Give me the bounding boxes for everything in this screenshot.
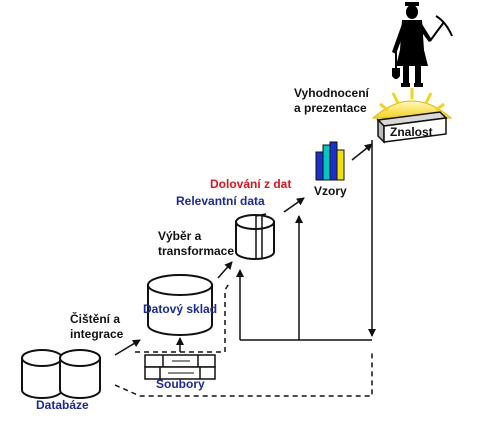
arrow-to-cleaning xyxy=(114,339,141,356)
database-cylinder-icon xyxy=(21,349,101,399)
label-vyhodnoceni-2: a prezentace xyxy=(294,101,367,115)
label-vyber-1: Výběr a xyxy=(158,229,202,243)
data-warehouse-icon xyxy=(147,274,213,336)
dashed-to-selection xyxy=(224,281,231,352)
dashed-bottom-loop xyxy=(114,352,373,397)
sun-icon xyxy=(371,88,453,119)
label-dolovani: Dolování z dat xyxy=(210,177,291,191)
arrow-to-evaluation xyxy=(351,143,373,161)
label-vyhodnoceni-1: Vyhodnocení xyxy=(294,86,370,100)
label-datovy-sklad: Datový sklad xyxy=(143,302,217,316)
patterns-bars-icon xyxy=(315,141,345,181)
label-cisteni-2: integrace xyxy=(70,327,124,341)
miner-figure-icon xyxy=(392,2,453,87)
arrow-to-mining xyxy=(283,197,305,213)
dashed-paths xyxy=(114,281,373,397)
feedback-lines xyxy=(236,140,376,341)
label-vyber-2: transformace xyxy=(158,244,234,258)
files-icon xyxy=(144,354,216,380)
label-vzory: Vzory xyxy=(314,184,347,198)
label-databaze: Databáze xyxy=(36,398,89,412)
knowledge-box-icon xyxy=(376,111,448,144)
flow-arrows xyxy=(114,143,373,356)
label-cisteni-1: Čištění a xyxy=(70,311,120,326)
relevant-data-icon xyxy=(235,213,275,260)
label-znalost: Znalost xyxy=(390,125,433,139)
label-soubory: Soubory xyxy=(156,377,205,391)
arrow-to-selection xyxy=(217,261,233,279)
label-relevantni-data: Relevantní data xyxy=(176,194,265,208)
